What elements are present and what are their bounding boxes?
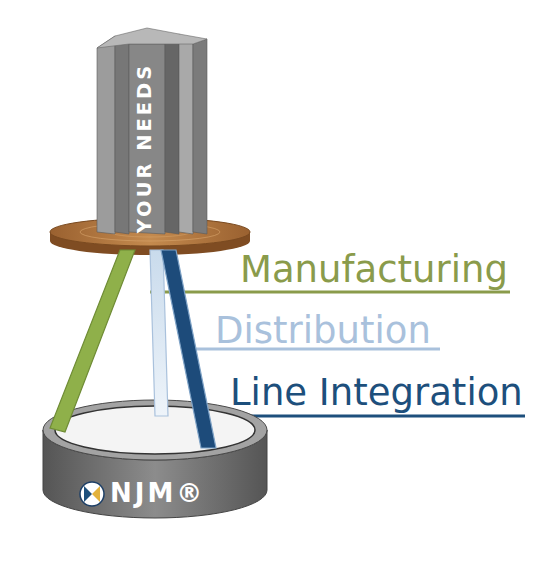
- callout-label: Manufacturing: [240, 251, 508, 288]
- callout-label: Distribution: [215, 312, 431, 349]
- logo-icon: [80, 482, 104, 506]
- leg-manufacturing: [50, 250, 135, 432]
- leg-line-integration: [161, 250, 216, 448]
- pillar-face: [97, 36, 115, 234]
- circle-shape: [80, 482, 104, 506]
- path-shape: [84, 486, 92, 502]
- pillar-face: [193, 39, 207, 234]
- pillar-block: YOUR NEEDS: [97, 28, 207, 238]
- leader-line: [150, 291, 510, 294]
- path-shape: [92, 486, 100, 502]
- pillar-face: [115, 36, 129, 234]
- logo-text: NJM®: [110, 480, 205, 506]
- pillar-face: [179, 34, 193, 234]
- pillar-shape: [97, 28, 207, 234]
- pillar-top: [97, 28, 207, 48]
- pillar-face: [129, 44, 165, 234]
- leg-distribution: [150, 250, 168, 416]
- pillar-text: YOUR NEEDS: [135, 63, 154, 234]
- callout-label: Line Integration: [230, 374, 523, 411]
- pillar-face: [165, 34, 179, 234]
- base-block: NJM®: [40, 398, 270, 520]
